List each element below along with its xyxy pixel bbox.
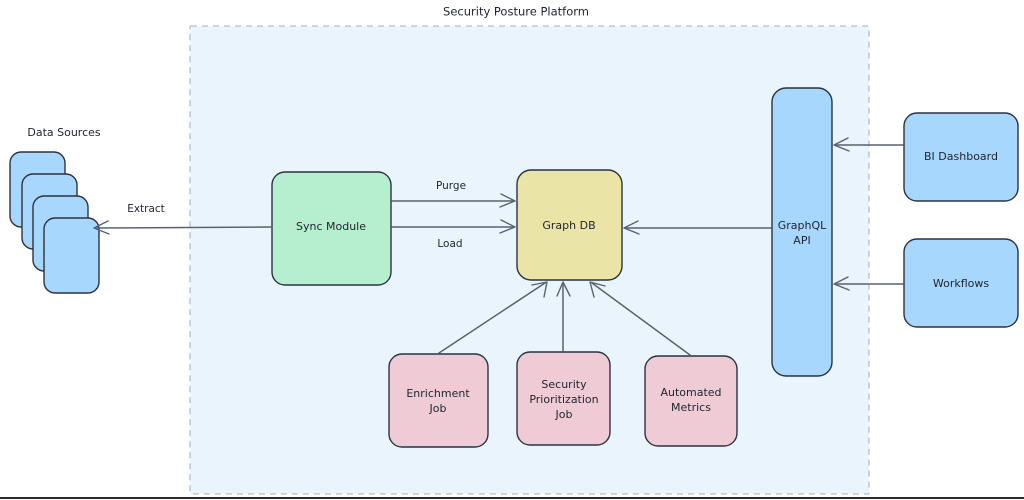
node-security-prioritization-job[interactable]: Security Prioritization Job xyxy=(516,351,611,446)
node-bi-dashboard[interactable]: BI Dashboard xyxy=(903,112,1019,202)
bi-dashboard-box xyxy=(903,112,1019,202)
graph-db-label: Graph DB xyxy=(542,219,595,232)
node-enrichment-job[interactable]: Enrichment Job xyxy=(388,353,489,448)
graphql-api-label-line2: API xyxy=(793,234,810,247)
enrichment-job-label-line2: Job xyxy=(429,402,447,415)
security-prioritization-label-line2: Prioritization xyxy=(529,393,598,406)
security-prioritization-job-box xyxy=(516,351,611,446)
node-workflows[interactable]: Workflows xyxy=(903,238,1019,328)
edge-graphql-to-graphdb xyxy=(623,220,772,235)
sync-module-label: Sync Module xyxy=(296,220,366,233)
sync-module-box xyxy=(271,171,392,286)
edge-purge: Purge xyxy=(391,180,516,208)
edge-prioritization-to-graphdb xyxy=(556,281,571,352)
enrichment-job-label-line1: Enrichment xyxy=(406,387,470,400)
bi-dashboard-label: BI Dashboard xyxy=(924,150,998,163)
node-graph-db[interactable]: Graph DB xyxy=(516,169,623,281)
node-automated-metrics[interactable]: Automated Metrics xyxy=(644,355,738,447)
edge-enrichment-to-graphdb xyxy=(438,281,548,354)
node-data-sources-stack[interactable] xyxy=(9,151,100,294)
automated-metrics-label-line1: Automated xyxy=(660,386,721,399)
automated-metrics-label-line2: Metrics xyxy=(671,401,711,414)
data-source-card-4 xyxy=(43,217,100,294)
workflows-label: Workflows xyxy=(933,277,990,290)
data-sources-label: Data Sources xyxy=(27,126,101,139)
security-prioritization-label-line1: Security xyxy=(541,378,587,391)
edge-metrics-to-graphdb xyxy=(589,281,691,356)
edge-label-extract: Extract xyxy=(127,203,165,215)
node-graphql-api[interactable]: GraphQL API xyxy=(771,87,833,377)
edge-label-purge: Purge xyxy=(436,180,466,192)
edge-workflows-to-graphql xyxy=(833,276,904,291)
security-prioritization-label-line3: Job xyxy=(555,408,573,421)
graphql-api-box xyxy=(771,87,833,377)
automated-metrics-box xyxy=(644,355,738,447)
graphql-api-label-line1: GraphQL xyxy=(778,219,827,232)
edge-label-load: Load xyxy=(437,238,462,250)
workflows-box xyxy=(903,238,1019,328)
graph-db-box xyxy=(516,169,623,281)
node-sync-module[interactable]: Sync Module xyxy=(271,171,392,286)
edge-bi-dashboard-to-graphql xyxy=(833,137,904,152)
edge-load: Load xyxy=(391,219,516,250)
group-title: Security Posture Platform xyxy=(443,5,589,19)
edge-extract: Extract xyxy=(93,203,273,235)
enrichment-job-box xyxy=(388,353,489,448)
